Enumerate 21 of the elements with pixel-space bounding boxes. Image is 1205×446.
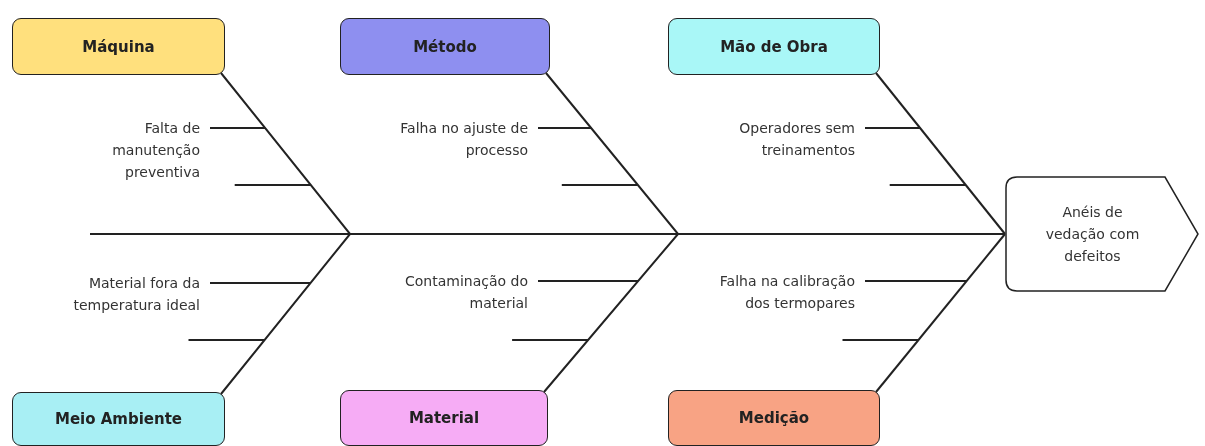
cause-text: Contaminação do material (388, 270, 528, 314)
category-box: Máquina (12, 18, 225, 75)
category-box: Meio Ambiente (12, 392, 225, 446)
category-box: Medição (668, 390, 880, 446)
leader-line (537, 280, 640, 282)
leader-line (537, 127, 593, 129)
cause-text: Falha na calibração dos termopares (705, 270, 855, 314)
cause-text: Falta de manutenção preventiva (105, 117, 200, 183)
cause-text: Falha no ajuste de processo (368, 117, 528, 161)
category-box: Material (340, 390, 548, 446)
category-box: Método (340, 18, 550, 75)
cause-text: Material fora da temperatura ideal (30, 272, 200, 316)
bone-line (875, 233, 1006, 393)
cause-text: Operadores sem treinamentos (675, 117, 855, 161)
leader-line (209, 282, 312, 284)
category-box: Mão de Obra (668, 18, 880, 75)
bone-line (875, 72, 1006, 235)
effect-box: Anéis de vedação com defeitos (1005, 176, 1200, 292)
leader-line (209, 127, 267, 129)
leader-line (864, 280, 968, 282)
leader-line (864, 127, 922, 129)
